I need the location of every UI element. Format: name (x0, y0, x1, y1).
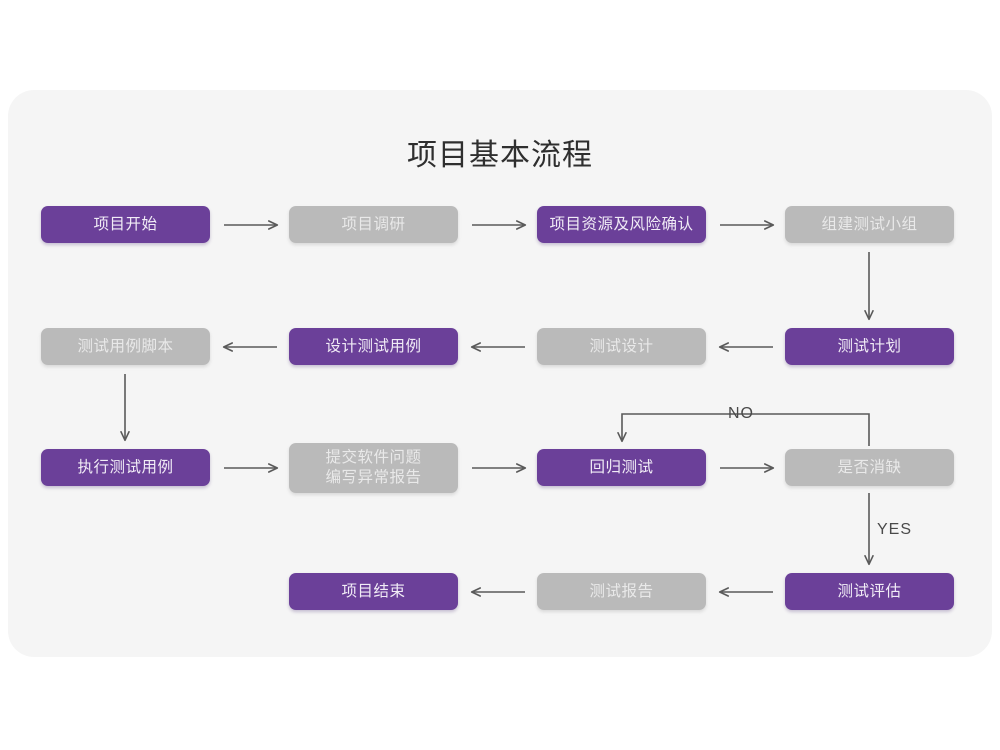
node-project-start[interactable]: 项目开始 (41, 206, 210, 243)
page-title: 项目基本流程 (407, 139, 593, 172)
node-test-report[interactable]: 测试报告 (537, 573, 706, 610)
flowchart-card (8, 90, 992, 657)
edge-label-no: NO (728, 405, 754, 422)
node-test-evaluation[interactable]: 测试评估 (785, 573, 954, 610)
edge-label-yes: YES (877, 521, 913, 538)
node-project-end[interactable]: 项目结束 (289, 573, 458, 610)
node-test-case-script[interactable]: 测试用例脚本 (41, 328, 210, 365)
node-regression-test[interactable]: 回归测试 (537, 449, 706, 486)
node-defect-resolved-decision[interactable]: 是否消缺 (785, 449, 954, 486)
node-execute-test-case[interactable]: 执行测试用例 (41, 449, 210, 486)
node-design-test-case[interactable]: 设计测试用例 (289, 328, 458, 365)
node-build-test-team[interactable]: 组建测试小组 (785, 206, 954, 243)
node-project-research[interactable]: 项目调研 (289, 206, 458, 243)
node-test-design[interactable]: 测试设计 (537, 328, 706, 365)
node-submit-issue-report[interactable]: 提交软件问题 编写异常报告 (289, 443, 458, 493)
node-test-plan[interactable]: 测试计划 (785, 328, 954, 365)
node-resource-risk-confirm[interactable]: 项目资源及风险确认 (537, 206, 706, 243)
